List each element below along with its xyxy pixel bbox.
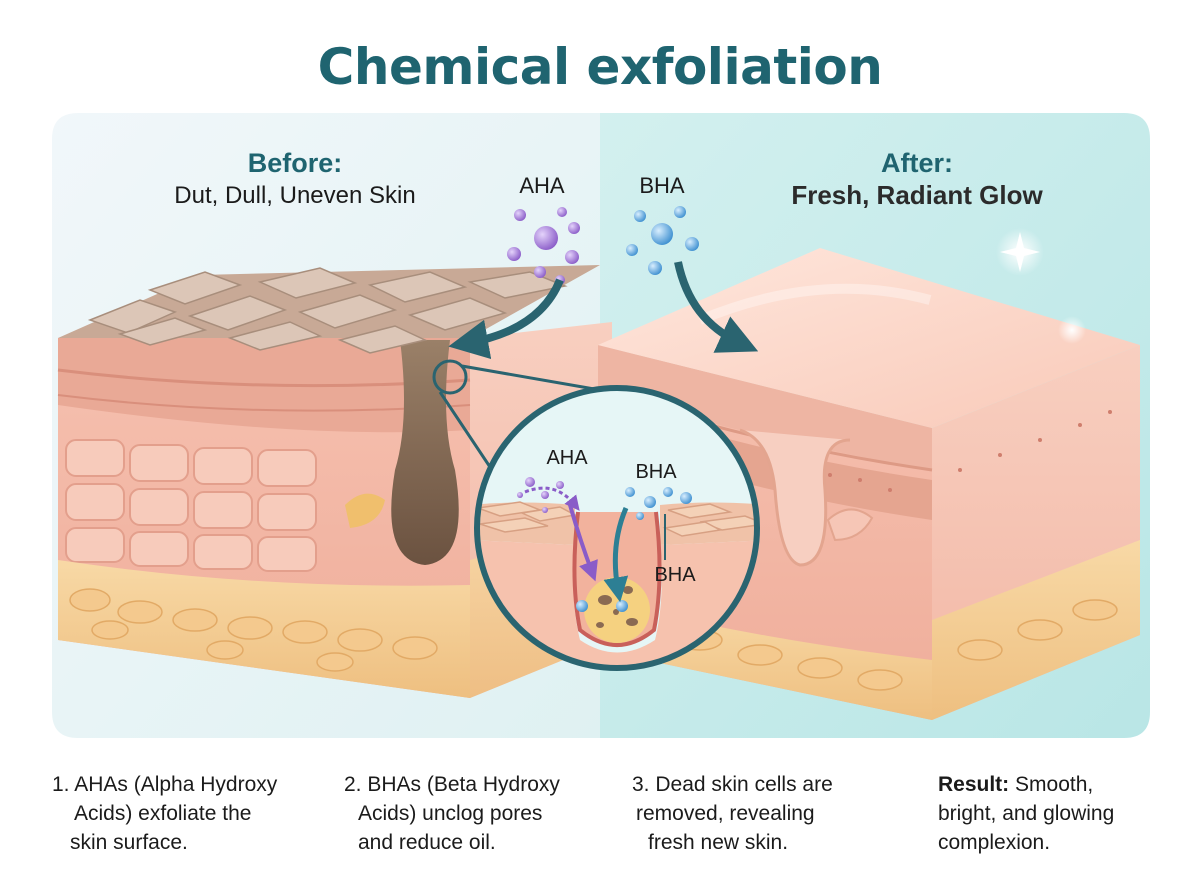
- acid-arrows: [448, 261, 759, 360]
- caption-line: Result: Smooth,: [938, 770, 1178, 799]
- result-text: Smooth,: [1009, 773, 1094, 796]
- bha-particles: [626, 206, 699, 275]
- after-subheading: Fresh, Radiant Glow: [791, 180, 1043, 210]
- caption-line: 1. AHAs (Alpha Hydroxy: [52, 773, 278, 796]
- before-subheading: Dut, Dull, Uneven Skin: [174, 182, 415, 209]
- caption-line: Acids) unclog pores: [358, 802, 543, 825]
- inset-bha-label-top: BHA: [635, 461, 677, 483]
- caption-line: 3. Dead skin cells are: [632, 773, 833, 796]
- caption-line: removed, revealing: [636, 802, 815, 825]
- before-skin-block: [57, 265, 612, 698]
- caption-line: fresh new skin.: [648, 831, 789, 854]
- before-heading: Before:: [248, 148, 343, 178]
- text-labels: Before: Dut, Dull, Uneven Skin After: Fr…: [174, 148, 1043, 586]
- bha-label: BHA: [639, 173, 685, 198]
- caption-line: Acids) exfoliate the: [74, 802, 252, 825]
- caption-line: skin surface.: [70, 831, 188, 854]
- pore-zoom-inset: [432, 359, 760, 671]
- caption-step-3: 3. Dead skin cells are removed, revealin…: [632, 770, 902, 857]
- caption-line: bright, and glowing: [938, 802, 1115, 825]
- caption-step-2: 2. BHAs (Beta Hydroxy Acids) unclog pore…: [344, 770, 614, 857]
- result-label: Result:: [938, 773, 1010, 796]
- after-heading: After:: [881, 148, 953, 178]
- aha-particles: [507, 207, 580, 285]
- aha-label: AHA: [519, 173, 565, 198]
- caption-step-1: 1. AHAs (Alpha Hydroxy Acids) exfoliate …: [52, 770, 322, 857]
- caption-result: Result: Smooth, bright, and glowing comp…: [938, 770, 1178, 857]
- caption-line: 2. BHAs (Beta Hydroxy: [344, 773, 560, 796]
- inset-aha-label: AHA: [546, 447, 588, 469]
- caption-line: complexion.: [938, 831, 1051, 854]
- inset-bha-label-bottom: BHA: [654, 564, 696, 586]
- page-title: Chemical exfoliation: [317, 38, 883, 96]
- caption-line: and reduce oil.: [358, 831, 496, 854]
